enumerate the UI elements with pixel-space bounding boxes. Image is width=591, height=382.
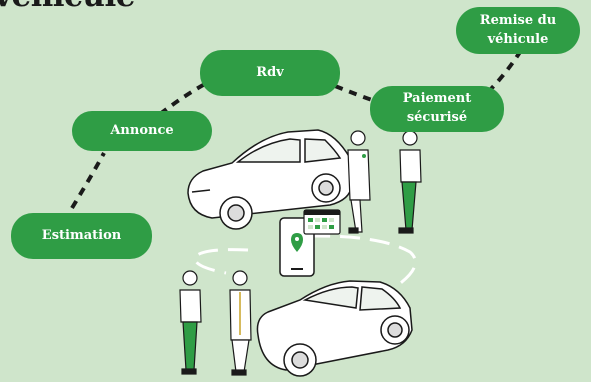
connector-rdv-paiement: [334, 84, 373, 102]
step-annonce: Annonce: [72, 111, 212, 151]
step-remise-du-vehicule: Remise du véhicule: [456, 7, 580, 54]
step-label: Remise du véhicule: [479, 12, 557, 47]
step-rdv: Rdv: [200, 50, 340, 96]
phone-icon: [279, 217, 315, 277]
calendar-icon: [303, 209, 341, 235]
step-estimation: Estimation: [11, 213, 152, 259]
page-title: véhicule: [0, 0, 135, 14]
car-top: [187, 129, 353, 230]
person-buyer-top: [398, 130, 422, 234]
step-label: Rdv: [256, 64, 284, 80]
person-seller-top: [347, 130, 371, 234]
step-label: Estimation: [41, 227, 122, 243]
step-label: Paiement sécurisé: [402, 91, 472, 125]
connector-paiement-remise: [486, 50, 522, 94]
step-label: Annonce: [110, 122, 174, 138]
loop-dashes: [193, 234, 417, 287]
car-bottom: [256, 280, 413, 377]
person-seller-bottom: [229, 270, 252, 376]
person-buyer-bottom: [179, 270, 202, 375]
connector-estimation-annonce: [70, 152, 106, 210]
connector-annonce-rdv: [158, 82, 206, 116]
step-paiement-securise: Paiement sécurisé: [370, 86, 504, 132]
